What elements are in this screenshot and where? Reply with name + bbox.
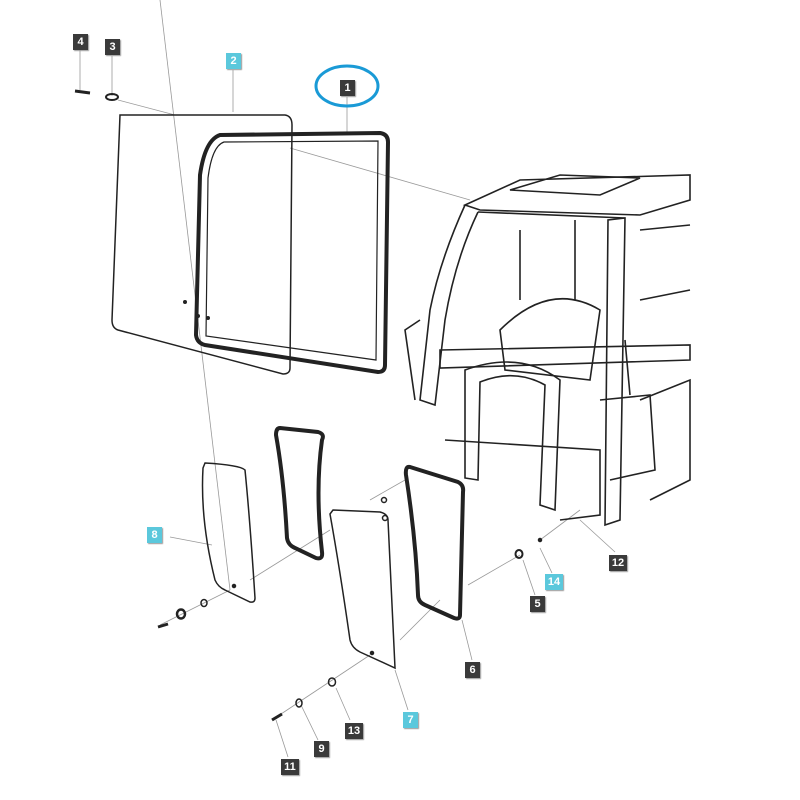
seal-6 [403, 464, 466, 621]
callout-3[interactable]: 3 [105, 39, 120, 55]
callout-6[interactable]: 6 [465, 662, 480, 678]
callout-14[interactable]: 14 [545, 574, 563, 590]
assembly-lines [79, 0, 616, 758]
fasteners [157, 496, 543, 722]
glass-panel-7 [329, 509, 396, 670]
callout-13[interactable]: 13 [345, 723, 363, 739]
callout-11[interactable]: 11 [281, 759, 299, 775]
callout-8[interactable]: 8 [147, 527, 162, 543]
callout-12[interactable]: 12 [609, 555, 627, 571]
callout-2[interactable]: 2 [226, 53, 241, 69]
glass-panel-2 [111, 114, 293, 375]
callout-9[interactable]: 9 [314, 741, 329, 757]
seal-small [273, 425, 325, 561]
callout-7[interactable]: 7 [403, 712, 418, 728]
callout-4[interactable]: 4 [73, 34, 88, 50]
cab-frame-12 [404, 174, 691, 527]
seal-1 [193, 130, 391, 375]
callout-1[interactable]: 1 [340, 80, 355, 96]
selection-circle [314, 64, 380, 108]
screw-and-clip [74, 89, 119, 101]
glass-panel-8 [201, 462, 256, 603]
callout-5[interactable]: 5 [530, 596, 545, 612]
